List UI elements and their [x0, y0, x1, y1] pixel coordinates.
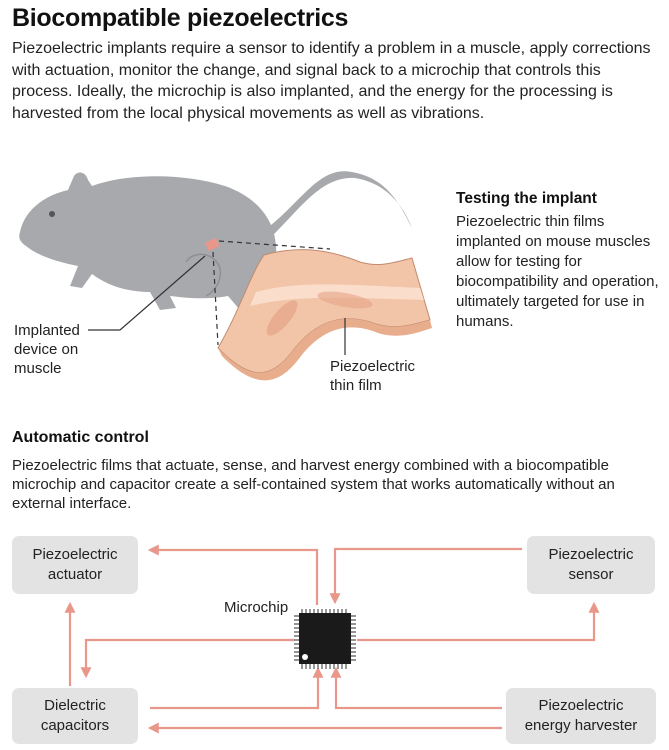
mouse-body [19, 172, 277, 310]
implant-patch [205, 238, 220, 251]
film-label: Piezoelectric thin film [330, 358, 416, 394]
microchip-icon [294, 609, 356, 669]
mouse-tail [262, 171, 412, 240]
control-text: Piezoelectric films that actuate, sense,… [12, 457, 615, 512]
implanted-label: Implanted device on muscle [14, 322, 80, 377]
page-title: Biocompatible piezoelectrics [12, 4, 349, 32]
arrow-sensor-to-chip [329, 547, 522, 605]
testing-title: Testing the implant [456, 190, 597, 207]
arrow-capacitors-to-chip [150, 666, 324, 710]
intro-paragraph: Piezoelectric implants require a sensor … [12, 40, 651, 122]
arrow-harvester-to-chip [330, 666, 502, 710]
mouse-illustration [19, 171, 432, 381]
arrow-chip-to-capacitors-loop [80, 638, 294, 679]
control-title: Automatic control [12, 429, 149, 446]
testing-text: Piezoelectric thin films implanted on mo… [456, 213, 659, 330]
arrow-chip-to-actuator [147, 544, 319, 605]
arrow-chip-to-sensor-loop [357, 601, 600, 642]
microchip-label: Microchip [224, 599, 289, 616]
mouse-eye-icon [49, 211, 55, 217]
